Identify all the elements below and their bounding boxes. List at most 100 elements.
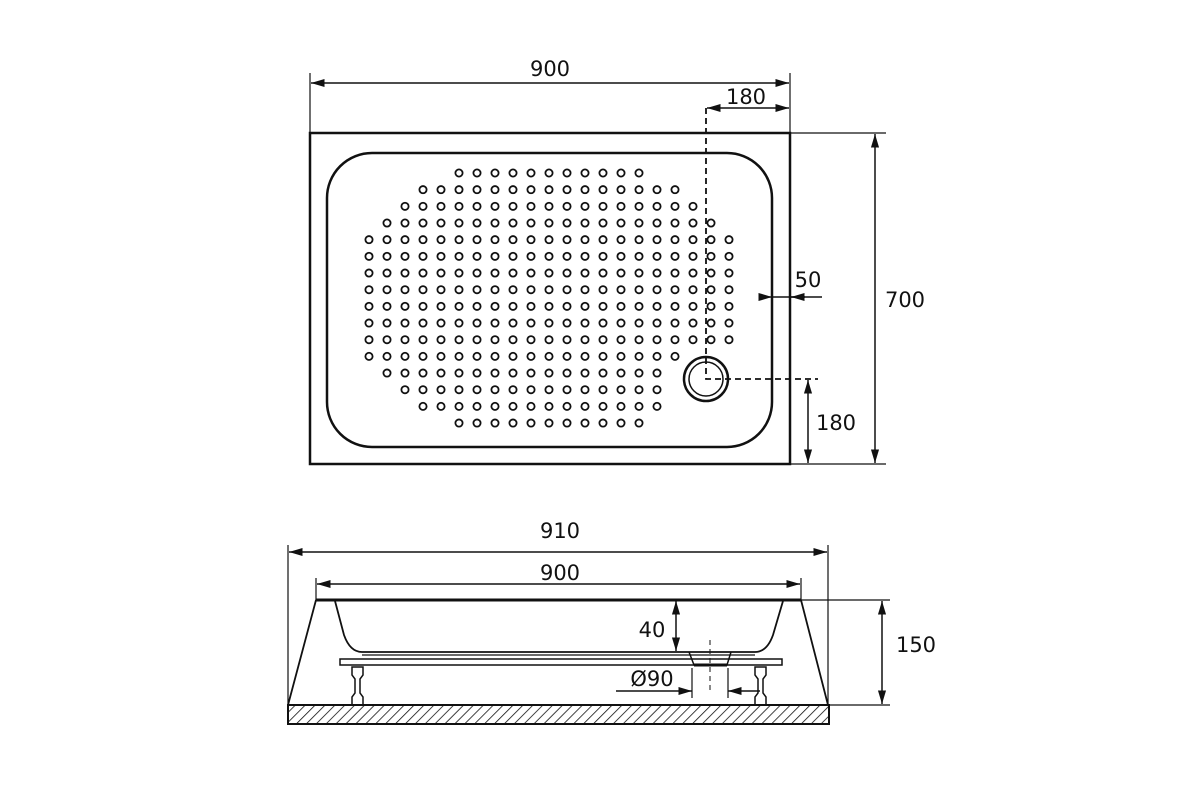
anti-slip-dot — [562, 418, 572, 428]
anti-slip-dot — [562, 401, 572, 411]
anti-slip-dot — [598, 268, 608, 278]
anti-slip-dot — [562, 285, 572, 295]
anti-slip-dot — [418, 351, 428, 361]
anti-slip-dot — [688, 318, 698, 328]
anti-slip-dot — [580, 185, 590, 195]
anti-slip-dot — [544, 201, 554, 211]
anti-slip-dot — [526, 418, 536, 428]
anti-slip-dot — [418, 201, 428, 211]
anti-slip-dot — [490, 368, 500, 378]
anti-slip-dot — [526, 268, 536, 278]
anti-slip-dot — [508, 385, 518, 395]
dim-depth-label: 700 — [885, 288, 925, 312]
anti-slip-dot — [580, 385, 590, 395]
anti-slip-dot — [508, 285, 518, 295]
anti-slip-dot — [436, 268, 446, 278]
anti-slip-dot — [634, 285, 644, 295]
anti-slip-dot — [508, 335, 518, 345]
anti-slip-dot — [382, 268, 392, 278]
anti-slip-dot — [454, 268, 464, 278]
anti-slip-dot — [634, 201, 644, 211]
anti-slip-dot — [418, 218, 428, 228]
anti-slip-dot — [706, 251, 716, 261]
anti-slip-dot — [598, 335, 608, 345]
anti-slip-dot — [490, 385, 500, 395]
anti-slip-dot — [616, 268, 626, 278]
anti-slip-dot — [616, 368, 626, 378]
dim-tray-width-label: 900 — [540, 561, 580, 585]
anti-slip-dot — [634, 168, 644, 178]
anti-slip-dot — [454, 185, 464, 195]
anti-slip-dot — [670, 251, 680, 261]
anti-slip-dot — [436, 251, 446, 261]
anti-slip-dot — [544, 218, 554, 228]
anti-slip-dot — [598, 368, 608, 378]
anti-slip-dot — [616, 251, 626, 261]
anti-slip-dot — [688, 285, 698, 295]
anti-slip-dot — [670, 285, 680, 295]
anti-slip-dot — [436, 185, 446, 195]
anti-slip-dot — [616, 318, 626, 328]
anti-slip-dot — [436, 218, 446, 228]
anti-slip-dot — [508, 301, 518, 311]
anti-slip-dot — [580, 368, 590, 378]
anti-slip-dot — [544, 268, 554, 278]
anti-slip-dot — [526, 251, 536, 261]
anti-slip-dot — [508, 318, 518, 328]
tray-outline — [308, 131, 792, 466]
anti-slip-dot — [562, 351, 572, 361]
anti-slip-dot — [598, 351, 608, 361]
anti-slip-dot — [490, 168, 500, 178]
anti-slip-dot — [724, 301, 734, 311]
anti-slip-dot — [580, 335, 590, 345]
anti-slip-dot — [472, 418, 482, 428]
dim-drain-y-label: 180 — [816, 411, 856, 435]
anti-slip-dot — [472, 218, 482, 228]
anti-slip-dot — [562, 301, 572, 311]
anti-slip-dot — [598, 301, 608, 311]
anti-slip-dot — [418, 368, 428, 378]
anti-slip-dot — [706, 318, 716, 328]
anti-slip-dot — [382, 368, 392, 378]
floor-hatch — [287, 704, 830, 725]
anti-slip-dot — [454, 418, 464, 428]
anti-slip-dot — [652, 285, 662, 295]
anti-slip-dot — [526, 185, 536, 195]
anti-slip-dot — [580, 401, 590, 411]
anti-slip-dot — [544, 401, 554, 411]
anti-slip-dot — [364, 251, 374, 261]
anti-slip-dot — [382, 335, 392, 345]
anti-slip-dot — [508, 268, 518, 278]
anti-slip-dot — [454, 218, 464, 228]
anti-slip-dot — [724, 285, 734, 295]
anti-slip-dot — [472, 401, 482, 411]
anti-slip-dot — [382, 351, 392, 361]
anti-slip-dot — [544, 235, 554, 245]
side-view: 910 900 40 150 Ø90 — [287, 519, 936, 725]
anti-slip-dot — [634, 318, 644, 328]
anti-slip-dot — [418, 335, 428, 345]
anti-slip-dot — [364, 318, 374, 328]
anti-slip-dot — [562, 168, 572, 178]
anti-slip-dot — [364, 351, 374, 361]
panel-outline — [287, 599, 829, 706]
anti-slip-dot — [490, 201, 500, 211]
anti-slip-dot — [670, 335, 680, 345]
anti-slip-dot — [616, 201, 626, 211]
anti-slip-dot — [598, 285, 608, 295]
anti-slip-dot — [472, 201, 482, 211]
anti-slip-dot — [400, 251, 410, 261]
anti-slip-dot — [544, 385, 554, 395]
anti-slip-dot — [706, 285, 716, 295]
anti-slip-dot — [436, 335, 446, 345]
anti-slip-dot — [544, 168, 554, 178]
anti-slip-dot — [580, 301, 590, 311]
anti-slip-dot — [724, 251, 734, 261]
anti-slip-dot — [616, 168, 626, 178]
anti-slip-dot — [688, 301, 698, 311]
anti-slip-dot — [436, 285, 446, 295]
anti-slip-dot — [616, 418, 626, 428]
anti-slip-dot — [724, 318, 734, 328]
anti-slip-dot — [490, 335, 500, 345]
anti-slip-dot — [490, 218, 500, 228]
